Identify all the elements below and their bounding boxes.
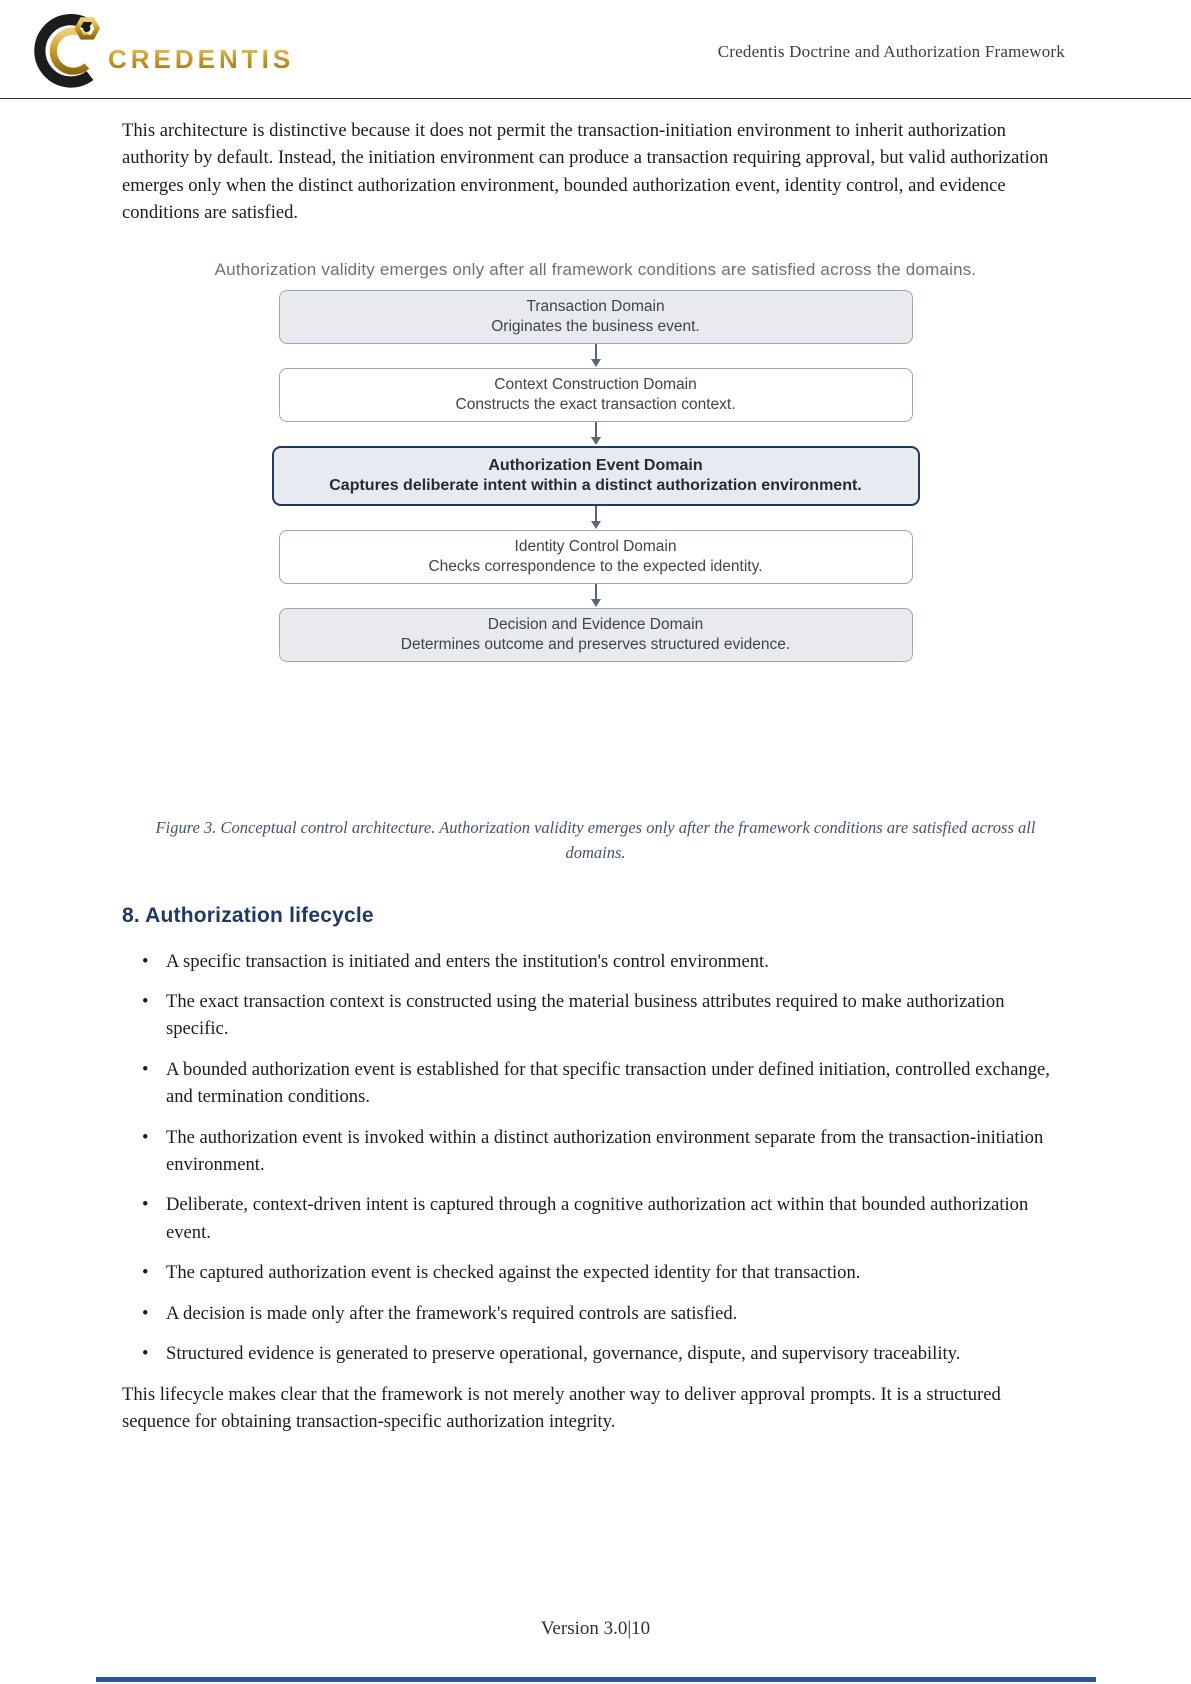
node-subtitle: Originates the business event.	[491, 317, 700, 335]
flowchart-diagram: Transaction Domain Originates the busine…	[271, 289, 920, 662]
node-subtitle: Captures deliberate intent within a dist…	[329, 476, 862, 494]
credentis-logo: CREDENTIS	[26, 10, 294, 95]
flow-arrow-down-icon	[590, 343, 601, 368]
header-doc-title: Credentis Doctrine and Authorization Fra…	[717, 42, 1065, 61]
lifecycle-list: A specific transaction is initiated and …	[140, 948, 1070, 1368]
list-item: Structured evidence is generated to pres…	[140, 1340, 1070, 1368]
figure-title: Authorization validity emerges only afte…	[214, 259, 977, 279]
node-title: Identity Control Domain	[514, 537, 677, 555]
node-title: Context Construction Domain	[494, 375, 697, 393]
list-item: A specific transaction is initiated and …	[140, 948, 1070, 976]
flow-node-context-construction-domain: Context Construction Domain Constructs t…	[278, 367, 913, 422]
figure-caption: Figure 3. Conceptual control architectur…	[155, 817, 1036, 863]
list-item: The exact transaction context is constru…	[140, 988, 1070, 1043]
intro-paragraph: This architecture is distinctive because…	[122, 120, 1049, 224]
node-subtitle: Constructs the exact transaction context…	[455, 395, 736, 413]
header-rule	[0, 98, 1191, 99]
list-item: Deliberate, context-driven intent is cap…	[140, 1191, 1070, 1246]
flow-arrow-down-icon	[590, 505, 601, 530]
list-item: A decision is made only after the framew…	[140, 1300, 1070, 1328]
flow-node-authorization-event-domain: Authorization Event Domain Captures deli…	[271, 445, 920, 506]
node-subtitle: Determines outcome and preserves structu…	[400, 635, 791, 653]
flow-arrow-down-icon	[590, 583, 601, 608]
section-heading: 8. Authorization lifecycle	[122, 903, 374, 927]
node-title: Authorization Event Domain	[488, 456, 703, 474]
node-title: Decision and Evidence Domain	[487, 615, 704, 633]
flow-arrow-down-icon	[590, 421, 601, 446]
flow-node-decision-evidence-domain: Decision and Evidence Domain Determines …	[278, 607, 913, 662]
flow-node-transaction-domain: Transaction Domain Originates the busine…	[278, 289, 913, 344]
node-title: Transaction Domain	[526, 297, 665, 315]
flow-node-identity-control-domain: Identity Control Domain Checks correspon…	[278, 529, 913, 584]
list-item: The authorization event is invoked withi…	[140, 1124, 1070, 1179]
node-subtitle: Checks correspondence to the expected id…	[428, 557, 763, 575]
list-item: A bounded authorization event is establi…	[140, 1056, 1070, 1111]
list-item: The captured authorization event is chec…	[140, 1259, 1070, 1287]
closing-paragraph: This lifecycle makes clear that the fram…	[122, 1383, 1001, 1432]
logo-mark-icon	[26, 10, 106, 95]
page-header: CREDENTIS Credentis Doctrine and Authori…	[0, 0, 1191, 98]
footer-version: Version 3.0|10	[540, 1618, 651, 1639]
logo-wordmark: CREDENTIS	[108, 43, 295, 74]
footer-rule	[95, 1677, 1096, 1682]
